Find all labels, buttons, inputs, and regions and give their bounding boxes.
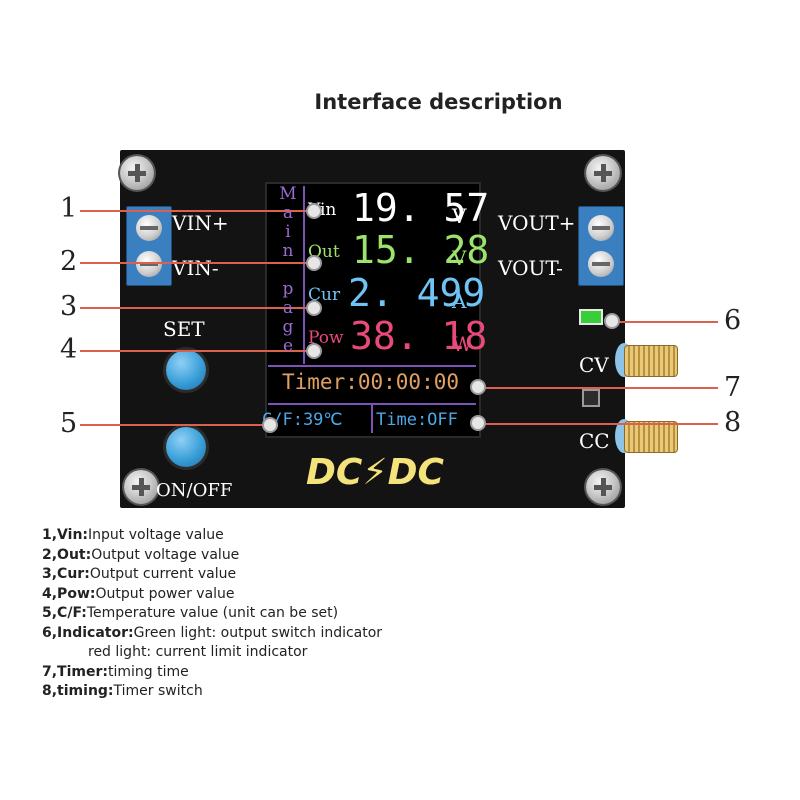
timer-switch-readout: Time:OFF: [376, 410, 458, 430]
callout-2-number: 2: [60, 246, 78, 277]
input-terminal-block: [126, 206, 172, 286]
cur-unit: A: [452, 289, 467, 313]
mounting-screw-top-right: [586, 156, 620, 190]
vin-minus-label: VIN-: [172, 256, 219, 280]
on-off-button[interactable]: [166, 427, 206, 467]
legend-item: 5,C/F:Temperature value (unit can be set…: [42, 605, 339, 621]
legend-item: red light: current limit indicator: [88, 644, 308, 660]
callout-5-number: 5: [60, 408, 78, 439]
main-page-letter: M: [279, 184, 297, 204]
legend-item: 2,Out:Output voltage value: [42, 546, 240, 563]
legend-item: 4,Pow:Output power value: [42, 585, 235, 602]
legend-item: 7,Timer:timing time: [42, 663, 189, 680]
screen-divider: [268, 403, 476, 405]
timer-readout: Timer:00:00:00: [282, 370, 460, 394]
callout-2-leader: [80, 262, 312, 264]
legend-item: 3,Cur:Output current value: [42, 566, 237, 582]
vin-value: 19. 57: [352, 186, 490, 230]
pow-value: 38. 18: [350, 314, 488, 358]
callout-3-marker: [306, 300, 322, 316]
callout-1-leader: [80, 210, 312, 212]
cc-label: CC: [579, 429, 610, 453]
callout-3-leader: [80, 307, 312, 309]
terminal-screw-icon: [136, 215, 162, 241]
output-terminal-block: [578, 206, 624, 286]
terminal-screw-icon: [588, 215, 614, 241]
callout-6-number: 6: [724, 305, 742, 336]
callout-5-marker: [262, 417, 278, 433]
callout-7-leader: [480, 387, 718, 389]
page-title: Interface description: [314, 90, 563, 114]
temperature-readout: C/F:39℃: [262, 410, 343, 430]
callout-8-leader: [480, 423, 718, 425]
output-switch-indicator-led: [579, 309, 603, 325]
set-label: SET: [163, 317, 205, 341]
legend-item: 1,Vin:Input voltage value: [42, 527, 224, 543]
legend-item: 8,timing:Timer switch: [42, 683, 203, 699]
main-page-letter: n: [282, 241, 294, 261]
current-limit-indicator-led: [582, 389, 600, 407]
cc-adjust-potentiometer[interactable]: [624, 421, 678, 453]
callout-1-number: 1: [60, 193, 78, 224]
legend-item: 6,Indicator:Green light: output switch i…: [42, 624, 383, 641]
main-page-letter: g: [282, 317, 294, 337]
main-page-letter: a: [282, 203, 294, 223]
callout-3-number: 3: [60, 291, 78, 322]
callout-6-leader: [608, 321, 718, 323]
callout-2-marker: [306, 255, 322, 271]
callout-8-marker: [470, 415, 486, 431]
callout-8-number: 8: [724, 407, 742, 438]
main-page-letter: e: [282, 336, 294, 356]
main-page-letter: a: [282, 298, 294, 318]
set-button[interactable]: [166, 350, 206, 390]
main-page-letter: p: [282, 279, 294, 299]
vin-plus-label: VIN+: [172, 211, 229, 235]
callout-7-marker: [470, 379, 486, 395]
terminal-screw-icon: [136, 251, 162, 277]
on-off-label: ON/OFF: [156, 480, 233, 501]
pow-unit: W: [452, 332, 473, 356]
legend-list: 1,Vin:Input voltage value 2,Out:Output v…: [42, 526, 382, 702]
callout-6-marker: [604, 313, 620, 329]
lcd-screen: [265, 182, 481, 438]
out-unit: V: [452, 246, 467, 270]
mounting-screw-bottom-left: [124, 470, 158, 504]
main-page-letter: i: [285, 222, 291, 242]
mounting-screw-bottom-right: [586, 470, 620, 504]
cv-label: CV: [579, 353, 609, 377]
cur-value: 2. 499: [348, 271, 486, 315]
callout-4-marker: [306, 343, 322, 359]
callout-4-leader: [80, 350, 312, 352]
cv-adjust-potentiometer[interactable]: [624, 345, 678, 377]
callout-7-number: 7: [724, 372, 742, 403]
callout-4-number: 4: [60, 334, 78, 365]
vout-minus-label: VOUT-: [498, 256, 563, 280]
out-value: 15. 28: [352, 228, 490, 272]
screen-divider: [303, 186, 305, 364]
callout-5-leader: [80, 424, 270, 426]
dc-dc-logo: DC⚡DC: [306, 452, 444, 493]
screen-divider: [268, 365, 476, 367]
vout-plus-label: VOUT+: [498, 211, 576, 235]
mounting-screw-top-left: [120, 156, 154, 190]
screen-divider: [371, 405, 373, 433]
vin-unit: V: [452, 204, 467, 228]
terminal-screw-icon: [588, 251, 614, 277]
callout-1-marker: [306, 203, 322, 219]
